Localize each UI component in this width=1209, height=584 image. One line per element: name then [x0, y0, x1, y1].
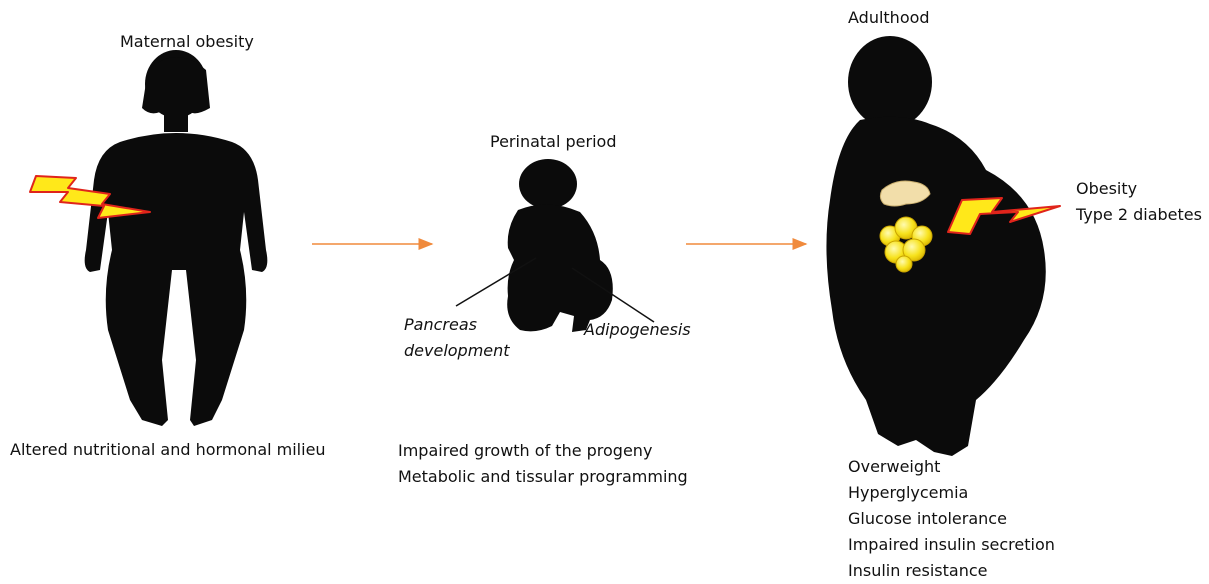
- adult-features: Overweight Hyperglycemia Glucose intoler…: [848, 454, 1055, 584]
- feature-item: Hyperglycemia: [848, 483, 969, 502]
- mother-caption: Altered nutritional and hormonal milieu: [10, 440, 326, 459]
- infant-captions: Impaired growth of the progeny Metabolic…: [398, 438, 688, 490]
- adipose-tissue-icon: [879, 216, 933, 273]
- adult-outcomes: Obesity Type 2 diabetes: [1076, 176, 1202, 228]
- outcome-item: Type 2 diabetes: [1076, 205, 1202, 224]
- feature-item: Insulin resistance: [848, 561, 988, 580]
- lightning-bolt-icon: [947, 197, 1061, 235]
- feature-item: Glucose intolerance: [848, 509, 1007, 528]
- lightning-bolt-icon: [29, 175, 151, 219]
- pancreas-callout-line: [455, 257, 537, 307]
- infant-caption-item: Metabolic and tissular programming: [398, 467, 688, 486]
- adult-title: Adulthood: [848, 8, 930, 27]
- feature-item: Overweight: [848, 457, 941, 476]
- adult-silhouette: [826, 36, 1046, 457]
- pancreas-callout-line1: Pancreas: [404, 315, 477, 334]
- feature-item: Impaired insulin secretion: [848, 535, 1055, 554]
- infant-caption-item: Impaired growth of the progeny: [398, 441, 653, 460]
- pancreas-icon: [879, 180, 931, 207]
- mother-silhouette: [84, 50, 268, 426]
- outcome-item: Obesity: [1076, 179, 1138, 198]
- mother-title: Maternal obesity: [120, 32, 254, 51]
- adipose-callout-line: [571, 267, 655, 323]
- pancreas-callout-line2: development: [404, 341, 510, 360]
- pancreas-callout: Pancreas development: [404, 312, 510, 364]
- infant-silhouette: [507, 159, 613, 332]
- adipose-callout: Adipogenesis: [584, 320, 691, 339]
- infant-title: Perinatal period: [490, 132, 617, 151]
